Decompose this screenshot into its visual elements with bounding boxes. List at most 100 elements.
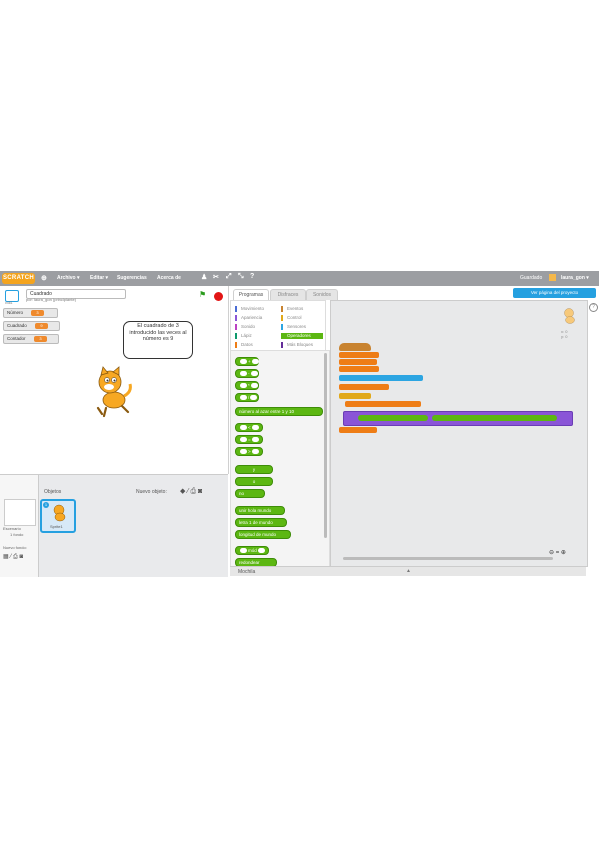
stage-label: Escenario [3,526,21,531]
project-author: por: laura_gon (principiante) [26,297,77,302]
script-block-hat[interactable] [339,343,371,351]
script-scrollbar[interactable] [343,557,553,560]
block-or[interactable]: o [235,477,273,486]
block-length-of[interactable]: longitud de mundo [235,530,291,539]
category-pen[interactable]: Lápiz [235,333,252,339]
block-letter-of[interactable]: letra 1 de mundo [235,518,287,527]
block-subtract[interactable]: - [235,369,259,378]
join-block [432,415,557,421]
speech-bubble: El cuadrado de 3 introducido las veces a… [123,321,193,359]
stage-panel: Cuadrado v461 por: laura_gon (principian… [0,286,229,474]
script-block-set-var[interactable] [339,352,379,358]
help-panel-icon[interactable]: ? [589,303,598,312]
green-flag-icon[interactable]: ⚑ [199,290,207,299]
category-motion[interactable]: Movimiento [235,306,264,312]
stage-thumbnail[interactable] [4,499,36,526]
globe-icon[interactable]: ⊕ [41,275,47,282]
script-block-ask[interactable] [339,375,423,381]
cat-preview-icon [564,308,575,324]
grow-icon[interactable]: ⤢ [226,273,232,280]
var-value: 3 [31,310,44,316]
fullscreen-icon[interactable] [5,290,19,302]
block-add[interactable]: + [235,357,259,366]
category-events[interactable]: Eventos [281,306,303,312]
backpack-bar[interactable]: Mochila ▲ [230,566,586,576]
sprite-preview [561,307,577,327]
script-block-repeat[interactable] [339,393,371,399]
new-sprite-icons[interactable]: ◆ ⁄ ⎙ ◙ [180,488,203,495]
menu-tips[interactable]: Sugerencias [117,275,147,281]
block-join[interactable]: unir hola mundo [235,506,285,515]
sprite-xy: x: 0 y: 0 [561,329,568,339]
block-greater-than[interactable]: > [235,447,263,456]
folder-icon[interactable] [549,274,556,281]
var-value: 9 [35,323,48,329]
tab-costumes[interactable]: Disfraces [270,289,306,300]
duplicate-icon[interactable]: ♟ [201,274,208,281]
block-random[interactable]: número al azar entre 1 y 10 [235,407,323,416]
scratch-logo[interactable]: SCRATCH [2,273,35,284]
script-area: x: 0 y: 0 ⊖ = ⊕ [330,300,588,567]
var-label: Cuadrado [7,323,27,328]
sprites-header: Objetos [44,489,62,495]
sprite-name: Sprite1 [50,524,63,529]
script-block-set-var[interactable] [339,366,379,372]
tab-scripts[interactable]: Programas [233,289,269,300]
category-operators[interactable]: Operadores [281,333,323,339]
help-icon[interactable]: ? [250,273,255,280]
menu-about[interactable]: Acerca de [157,275,181,281]
script-block-say[interactable] [343,411,573,426]
category-more-blocks[interactable]: Más Bloques [281,342,313,348]
block-divide[interactable]: / [235,393,259,402]
category-data[interactable]: Datos [235,342,253,348]
new-background-label: Nuevo fondo: [3,545,27,550]
background-tools-icons[interactable]: ▦ ⁄ ⎙ ◙ [3,554,24,560]
category-sensing[interactable]: Sensores [281,324,306,330]
script-block-set-var[interactable] [339,359,377,365]
block-less-than[interactable]: < [235,423,263,432]
stage-thumb-column [0,475,39,577]
sprite-info-icon[interactable]: 1 [43,502,49,508]
palette-scrollbar[interactable] [324,353,327,538]
version-label: v461 [5,301,13,305]
category-looks[interactable]: Apariencia [235,315,262,321]
script-block-change-var[interactable] [345,401,421,407]
var-monitor-cuadrado[interactable]: Cuadrado 9 [3,321,60,331]
block-and[interactable]: y [235,465,273,474]
project-title-input[interactable]: Cuadrado [26,289,126,299]
script-block-set-numero[interactable] [339,384,389,390]
stage-sub: 1 fondo [10,532,24,537]
var-monitor-numero[interactable]: Número 3 [3,308,58,318]
category-list: Movimiento Apariencia Sonido Lápiz Datos… [230,300,326,352]
backpack-label: Mochila [238,569,256,575]
project-page-button[interactable]: Ver página del proyecto [513,288,596,298]
tab-sounds[interactable]: Sonidos [306,289,338,300]
var-label: Número [7,310,24,315]
var-monitor-contador[interactable]: Contador 3 [3,334,59,344]
block-multiply[interactable]: * [235,381,259,390]
sprite-pane: Escenario 1 fondo Nuevo fondo: ▦ ⁄ ⎙ ◙ O… [0,474,228,577]
category-sound[interactable]: Sonido [235,324,255,330]
sprite-tile[interactable]: 1 Sprite1 [40,499,76,533]
block-mod[interactable]: mód [235,546,269,555]
cat-thumbnail [53,504,66,522]
shrink-icon[interactable]: ⤡ [238,273,244,280]
block-not[interactable]: no [235,489,265,498]
new-sprite-label: Nuevo objeto: [136,489,167,495]
stop-icon[interactable] [214,292,223,301]
menu-edit[interactable]: Editar ▾ [90,275,109,281]
cut-icon[interactable]: ✂ [213,274,219,281]
zoom-controls[interactable]: ⊖ = ⊕ [549,550,566,556]
var-label: Contador [7,336,26,341]
category-control[interactable]: Control [281,315,302,321]
menu-bar: SCRATCH ⊕ Archivo ▾ Editar ▾ Sugerencias… [0,271,599,286]
var-value: 3 [34,336,47,342]
join-block [358,415,428,421]
menu-file[interactable]: Archivo ▾ [57,275,80,281]
chevron-up-icon[interactable]: ▲ [406,568,411,574]
user-menu[interactable]: laura_gon ▾ [561,275,589,281]
block-equals[interactable]: = [235,435,263,444]
save-status: Guardado [520,275,543,281]
script-block-set-cuadrado[interactable] [339,427,377,433]
cat-sprite[interactable] [88,366,134,418]
